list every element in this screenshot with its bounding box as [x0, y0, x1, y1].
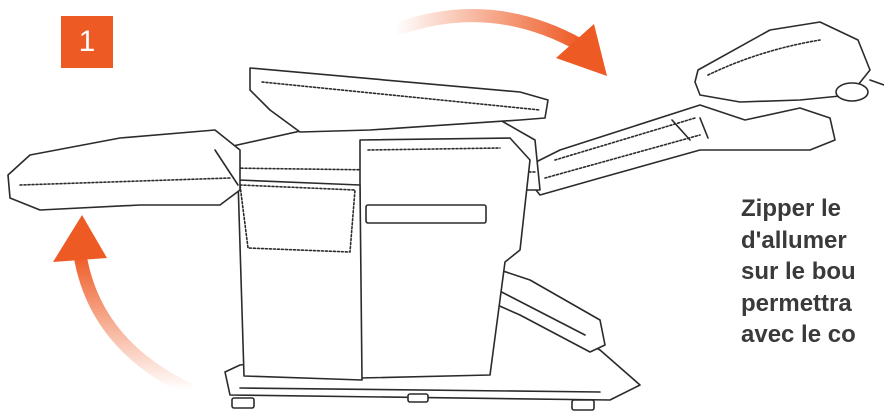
headrest-wheel	[836, 83, 868, 101]
chair-backrest	[520, 105, 835, 195]
instruction-text: Zipper le d'allumer sur le bou permettra…	[741, 193, 884, 351]
instruction-line: Zipper le	[741, 193, 884, 225]
chair-front-panel	[238, 180, 362, 380]
instruction-line: sur le bou	[741, 256, 884, 288]
top-arrow-icon	[395, 16, 607, 76]
chair-legrest	[8, 130, 240, 210]
base-foot-right	[572, 400, 594, 410]
instruction-line: d'allumer	[741, 225, 884, 257]
side-panel-handle	[366, 205, 486, 223]
step-number-badge: 1	[61, 16, 113, 68]
instruction-line: permettra	[741, 288, 884, 320]
base-foot-mid	[408, 394, 428, 402]
left-arrow-icon	[53, 215, 190, 390]
instruction-line: avec le co	[741, 319, 884, 351]
base-foot-left	[232, 398, 254, 408]
